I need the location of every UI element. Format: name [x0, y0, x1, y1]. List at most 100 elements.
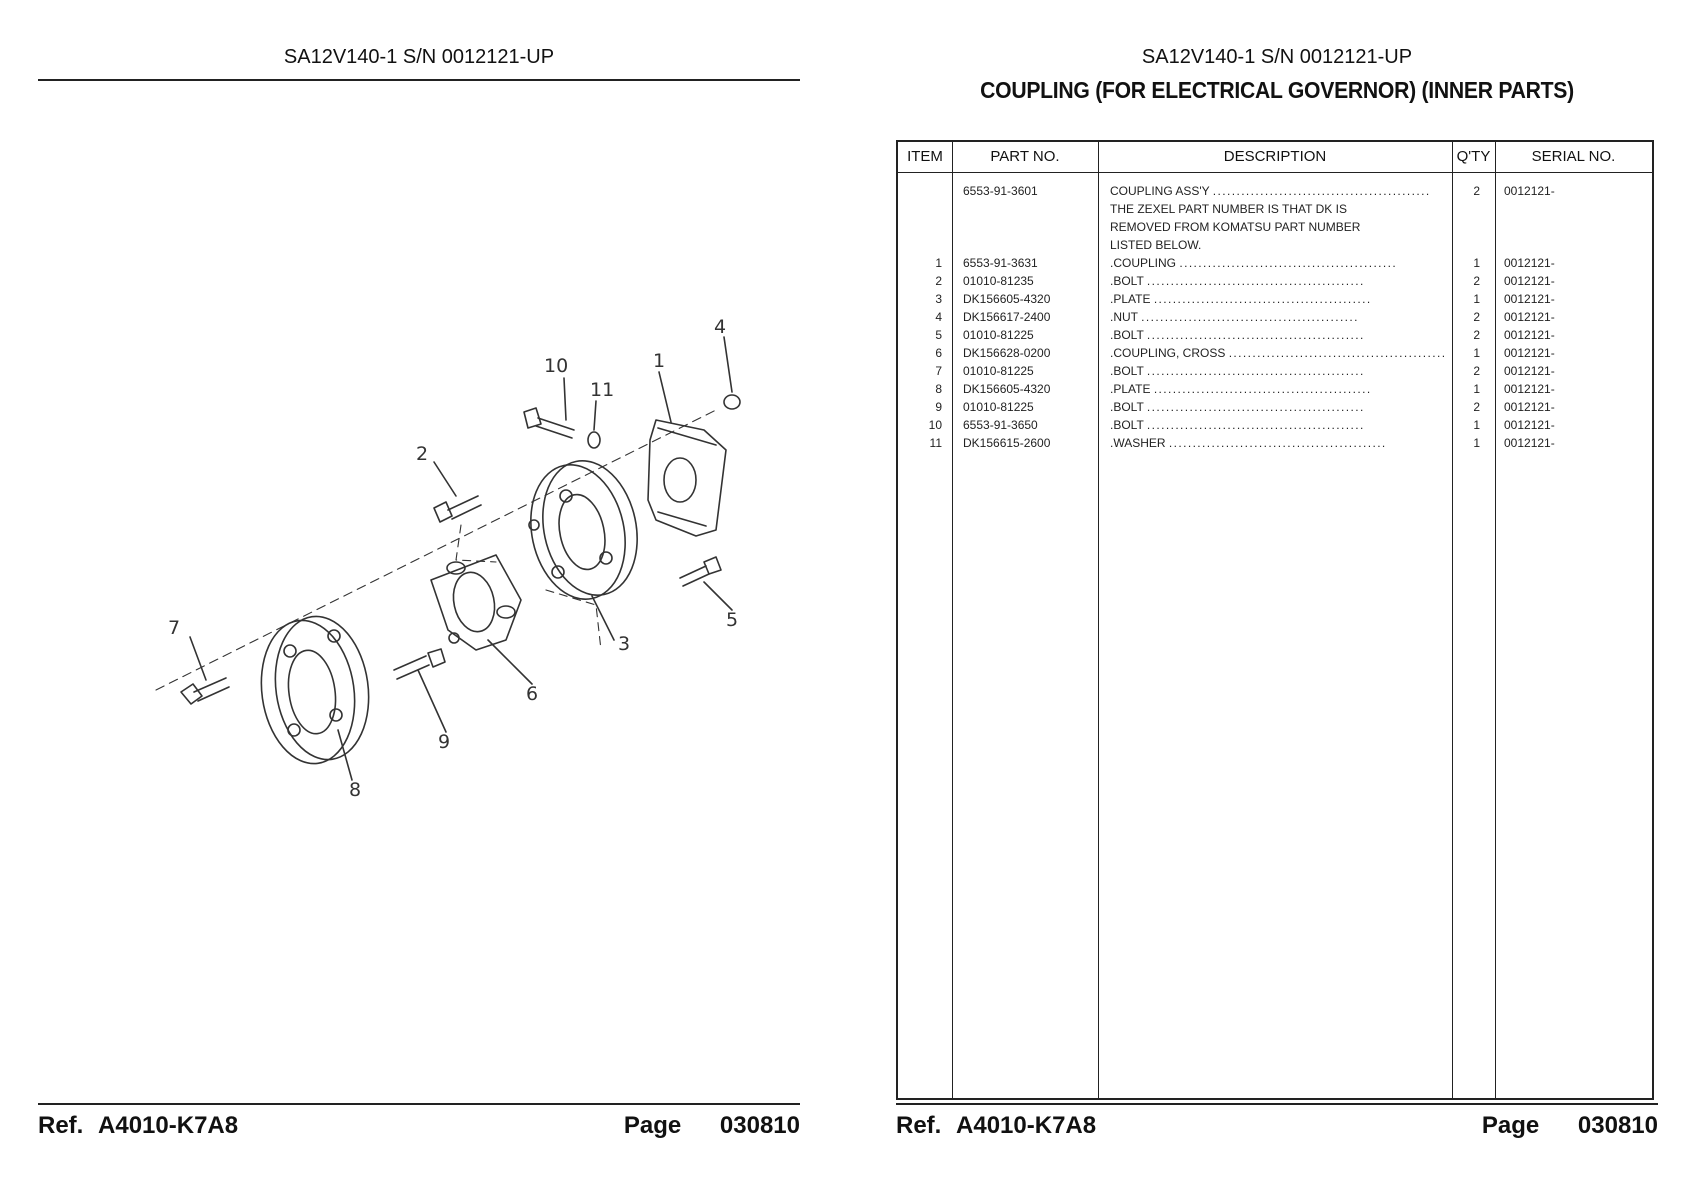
description-cell: .NUT ...................................… — [1110, 310, 1359, 324]
coupling-1-drawing — [647, 419, 727, 537]
left-ref-label: Ref. — [38, 1112, 84, 1139]
description-cell: .BOLT ..................................… — [1110, 364, 1365, 378]
serial-cell: 0012121- — [1504, 256, 1555, 270]
part-no-cell: DK156605-4320 — [963, 382, 1051, 396]
part-no-cell: DK156617-2400 — [963, 310, 1051, 324]
col-header-description: DESCRIPTION — [1098, 142, 1452, 173]
table-row: THE ZEXEL PART NUMBER IS THAT DK IS — [898, 200, 1652, 218]
description-cell: COUPLING ASS'Y .........................… — [1110, 184, 1431, 198]
table-row: 6 DK156628-0200 .COUPLING, CROSS .......… — [898, 344, 1652, 362]
part-no-cell: 6553-91-3601 — [963, 184, 1038, 198]
description-cell: .WASHER ................................… — [1110, 436, 1387, 450]
description-cell: .BOLT ..................................… — [1110, 328, 1365, 342]
plate-8-drawing — [260, 615, 370, 765]
callout-10: 10 — [544, 355, 568, 377]
callout-9: 9 — [438, 731, 450, 753]
table-row: 4 DK156617-2400 .NUT ...................… — [898, 308, 1652, 326]
bolt-7-drawing — [180, 677, 230, 705]
callout-6: 6 — [526, 683, 538, 705]
serial-cell: 0012121- — [1504, 184, 1555, 198]
callout-11: 11 — [590, 379, 614, 401]
part-no-cell: DK156605-4320 — [963, 292, 1051, 306]
serial-cell: 0012121- — [1504, 274, 1555, 288]
left-ref-value: A4010-K7A8 — [98, 1112, 239, 1139]
left-footer-rule — [38, 1103, 800, 1105]
callout-1: 1 — [653, 350, 665, 372]
table-row: 11 DK156615-2600 .WASHER ...............… — [898, 434, 1652, 452]
table-row: 7 01010-81225 .BOLT ....................… — [898, 362, 1652, 380]
right-page-header: SA12V140-1 S/N 0012121-UP — [1141, 46, 1413, 68]
part-no-cell: 01010-81225 — [963, 400, 1034, 414]
washer-11-drawing — [587, 431, 601, 449]
left-page-header: SA12V140-1 S/N 0012121-UP — [283, 46, 555, 68]
serial-cell: 0012121- — [1504, 346, 1555, 360]
right-page: SA12V140-1 S/N 0012121-UP COUPLING (FOR … — [896, 0, 1658, 1190]
qty-cell: 1 — [1473, 382, 1480, 396]
table-row: 10 6553-91-3650 .BOLT ..................… — [898, 416, 1652, 434]
col-header-serial-no: SERIAL NO. — [1495, 142, 1652, 173]
col-divider — [952, 142, 953, 1098]
description-cell: .BOLT ..................................… — [1110, 400, 1365, 414]
table-row: LISTED BELOW. — [898, 236, 1652, 254]
item-cell: 7 — [935, 364, 942, 378]
description-cell: THE ZEXEL PART NUMBER IS THAT DK IS — [1110, 202, 1347, 216]
qty-cell: 1 — [1473, 436, 1480, 450]
serial-cell: 0012121- — [1504, 382, 1555, 396]
right-page-value: 030810 — [1577, 1112, 1658, 1139]
item-cell: 2 — [935, 274, 942, 288]
assembly-centerline — [155, 409, 717, 691]
nut-4-drawing — [723, 394, 741, 410]
left-ref: Ref. A4010-K7A8 — [38, 1112, 238, 1140]
item-cell: 8 — [935, 382, 942, 396]
qty-cell: 1 — [1473, 256, 1480, 270]
right-page-footer: Ref. A4010-K7A8 Page 030810 — [896, 1112, 1658, 1142]
bolt-2-drawing — [433, 495, 482, 523]
plate-3-drawing — [528, 460, 638, 600]
col-divider — [1098, 142, 1099, 1098]
item-cell: 6 — [935, 346, 942, 360]
description-cell: .COUPLING, CROSS .......................… — [1110, 346, 1446, 360]
qty-cell: 2 — [1473, 184, 1480, 198]
part-no-cell: DK156628-0200 — [963, 346, 1051, 360]
serial-cell: 0012121- — [1504, 310, 1555, 324]
serial-cell: 0012121- — [1504, 418, 1555, 432]
bolt-9-drawing — [393, 648, 446, 680]
callout-8: 8 — [349, 779, 361, 801]
col-divider — [1495, 142, 1496, 1098]
callout-7: 7 — [168, 617, 180, 639]
table-row: 9 01010-81225 .BOLT ....................… — [898, 398, 1652, 416]
left-page-label: Page — [623, 1112, 682, 1139]
left-page-number: Page 030810 — [624, 1112, 800, 1140]
item-cell: 10 — [928, 418, 942, 432]
qty-cell: 1 — [1473, 346, 1480, 360]
description-cell: .PLATE .................................… — [1110, 292, 1372, 306]
left-page: SA12V140-1 S/N 0012121-UP — [38, 0, 800, 1190]
qty-cell: 2 — [1473, 328, 1480, 342]
qty-cell: 1 — [1473, 292, 1480, 306]
serial-cell: 0012121- — [1504, 436, 1555, 450]
part-no-cell: 6553-91-3631 — [963, 256, 1038, 270]
callout-labels: 1 2 3 4 5 6 7 8 9 10 11 — [168, 316, 738, 801]
bolt-10-drawing — [523, 407, 575, 439]
part-no-cell: 01010-81225 — [963, 328, 1034, 342]
serial-cell: 0012121- — [1504, 328, 1555, 342]
exploded-parts-diagram: 1 2 3 4 5 6 7 8 9 10 11 — [155, 316, 741, 801]
callout-3: 3 — [618, 633, 630, 655]
col-header-item: ITEM — [898, 142, 952, 173]
description-cell: LISTED BELOW. — [1110, 238, 1202, 252]
col-header-qty: Q'TY — [1452, 142, 1495, 173]
description-cell: .BOLT ..................................… — [1110, 418, 1365, 432]
right-footer-rule — [896, 1103, 1658, 1105]
item-cell: 11 — [929, 436, 942, 450]
qty-cell: 1 — [1473, 418, 1480, 432]
right-page-label: Page — [1481, 1112, 1540, 1139]
item-cell: 1 — [935, 256, 942, 270]
item-cell: 3 — [935, 292, 942, 306]
table-row: 1 6553-91-3631 .COUPLING ...............… — [898, 254, 1652, 272]
description-cell: REMOVED FROM KOMATSU PART NUMBER — [1110, 220, 1361, 234]
page-title: COUPLING (FOR ELECTRICAL GOVERNOR) (INNE… — [980, 77, 1574, 103]
qty-cell: 2 — [1473, 364, 1480, 378]
table-row: 3 DK156605-4320 .PLATE .................… — [898, 290, 1652, 308]
callout-4: 4 — [714, 316, 726, 338]
description-cell: .COUPLING ..............................… — [1110, 256, 1398, 270]
